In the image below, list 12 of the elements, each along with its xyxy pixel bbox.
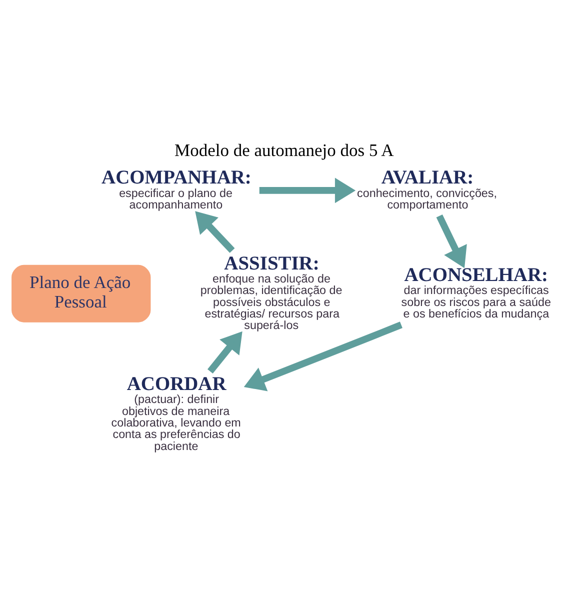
diagram-title: Modelo de automanejo dos 5 A: [174, 140, 394, 160]
arrow: [259, 178, 356, 204]
node-text: ACORDAR (pactuar): definir objetivos de maneira colaborativa, levando em conta as preferências do paciente: [111, 374, 241, 453]
arrow: [195, 211, 235, 253]
node-text: ACOMPANHAR: especificar o plano de acompanhamento: [102, 168, 252, 212]
node-text: AVALIAR: conhecimento, convicções, comportamento: [357, 168, 497, 212]
node-text: ASSISTIR: enfoque na solução de problemas, identificação de possíveis obstáculos e estratégias/ recursos para superá-los: [200, 253, 342, 332]
node-box: Plano de Ação Pessoal: [12, 264, 151, 322]
arrow: [244, 322, 402, 392]
arrow: [436, 214, 467, 268]
arrow: [208, 331, 242, 374]
node-text: ACONSELHAR: dar informações específicas sobre os riscos para a saúde e os benefícios da mudança: [401, 264, 551, 321]
